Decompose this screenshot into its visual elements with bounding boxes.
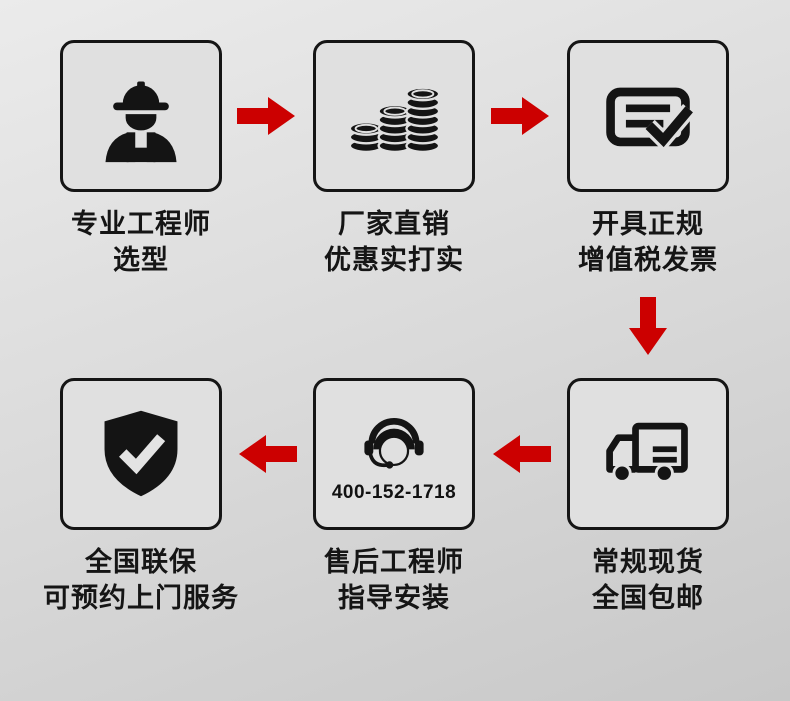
arrow-right-icon xyxy=(237,97,295,135)
flow-arrow-left-1 xyxy=(491,432,551,476)
flow-arrow-left-2 xyxy=(237,432,297,476)
step-box-invoice xyxy=(567,40,729,192)
step-box-factory xyxy=(313,40,475,192)
headset-icon xyxy=(364,417,424,469)
flow-arrow-right-1 xyxy=(237,94,297,138)
label-line1: 厂家直销 xyxy=(338,209,450,239)
step-box-engineer xyxy=(60,40,222,192)
truck-icon xyxy=(606,422,688,483)
service-phone-number: 400-152-1718 xyxy=(331,481,457,503)
arrow-left-icon xyxy=(493,435,551,473)
step-label-warranty: 全国联保 可预约上门服务 xyxy=(11,544,271,616)
engineer-icon xyxy=(105,81,177,163)
flow-arrow-right-2 xyxy=(491,94,551,138)
label-line2: 优惠实打实 xyxy=(324,245,464,275)
label-line1: 售后工程师 xyxy=(324,547,464,577)
label-line2: 增值税发票 xyxy=(578,245,718,275)
label-line2: 可预约上门服务 xyxy=(43,583,239,613)
shield-check-icon xyxy=(104,410,178,497)
label-line1: 开具正规 xyxy=(592,209,704,239)
step-label-engineer: 专业工程师 选型 xyxy=(11,206,271,278)
coins-icon xyxy=(348,86,441,154)
step-label-shipping: 常规现货 全国包邮 xyxy=(518,544,778,616)
arrow-down-icon xyxy=(629,297,667,355)
arrow-right-icon xyxy=(491,97,549,135)
step-label-support: 售后工程师 指导安装 xyxy=(264,544,524,616)
arrow-left-icon xyxy=(239,435,297,473)
label-line1: 常规现货 xyxy=(592,547,704,577)
step-label-invoice: 开具正规 增值税发票 xyxy=(518,206,778,278)
flow-arrow-down xyxy=(626,297,670,357)
invoice-check-icon xyxy=(606,87,696,153)
label-line2: 指导安装 xyxy=(338,583,450,613)
label-line2: 全国包邮 xyxy=(592,583,704,613)
step-box-shipping xyxy=(567,378,729,530)
label-line1: 专业工程师 xyxy=(71,209,211,239)
label-line2: 选型 xyxy=(113,245,169,275)
step-label-factory: 厂家直销 优惠实打实 xyxy=(264,206,524,278)
label-line1: 全国联保 xyxy=(85,547,197,577)
step-box-warranty xyxy=(60,378,222,530)
step-box-support: 400-152-1718 xyxy=(313,378,475,530)
